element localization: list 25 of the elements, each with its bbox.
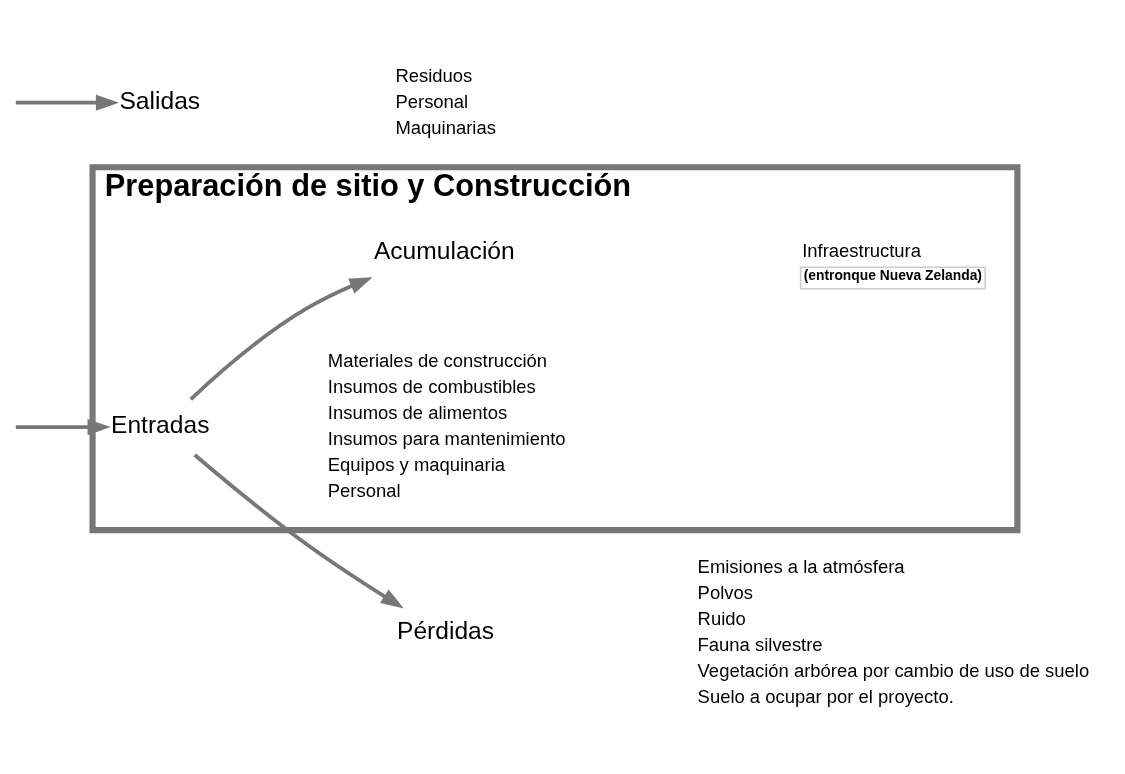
node-label: Emisiones a la atmósfera [697, 555, 905, 577]
node-text: Acumulación [373, 236, 515, 264]
node-label: Equipos y maquinaria [327, 453, 506, 475]
node-label: Suelo a ocupar por el proyecto. [697, 685, 954, 707]
arrow [193, 453, 404, 609]
node-label: Materiales de construcción [327, 349, 548, 371]
node-label: Residuos [395, 64, 473, 86]
node-label: (entronque Nueva Zelanda) [803, 266, 982, 283]
node-label: Personal [395, 90, 469, 112]
node-text: Pérdidas [396, 616, 495, 644]
node-label: Maquinarias [395, 116, 496, 138]
arrow [189, 276, 373, 401]
node-text: Entradas [111, 410, 210, 438]
node-label: Insumos para mantenimiento [327, 427, 566, 449]
node-label: Infraestructura [802, 239, 922, 261]
node-label: Ruido [697, 607, 746, 629]
node-label: Polvos [697, 581, 753, 603]
arrow [15, 418, 111, 435]
node-label: Vegetación arbórea por cambio de uso de suelo [697, 659, 1090, 681]
node-label: Insumos de combustibles [327, 375, 536, 397]
node-text: Salidas [119, 86, 201, 113]
arrow [15, 94, 119, 111]
node-label: Insumos de alimentos [327, 401, 508, 423]
node-label: Personal [327, 479, 401, 501]
node-label: Fauna silvestre [697, 633, 823, 655]
